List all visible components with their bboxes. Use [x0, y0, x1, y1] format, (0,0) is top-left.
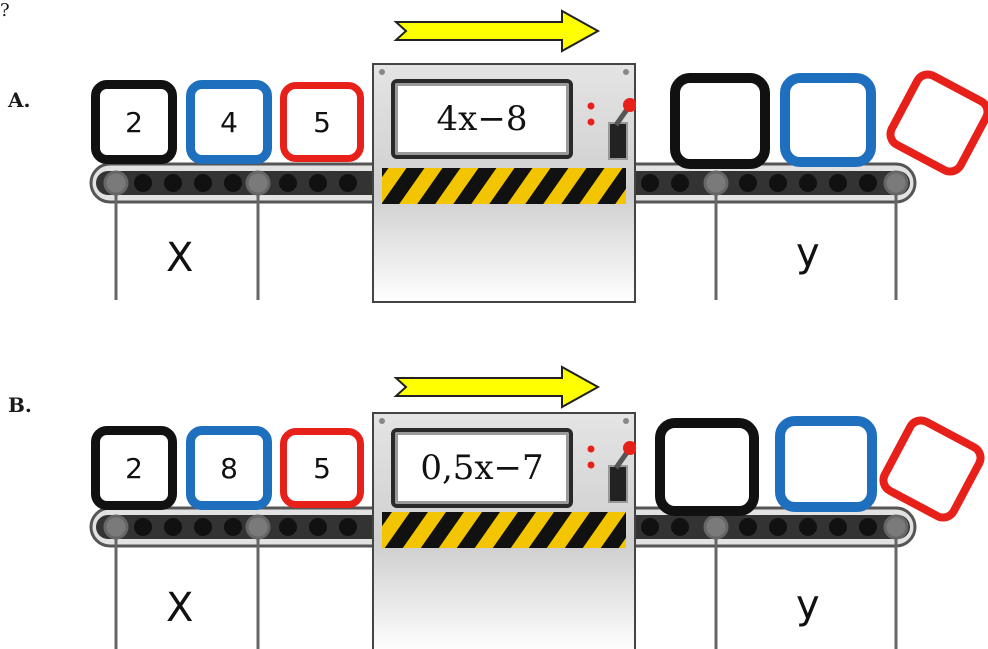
input-variable-label: X [166, 235, 194, 281]
output-box [655, 418, 759, 516]
input-box: 8 [186, 426, 272, 510]
input-box: 5 [280, 82, 364, 162]
corner-mark: ? [0, 0, 10, 21]
input-box: 2 [91, 426, 177, 510]
input-box: 2 [91, 80, 177, 164]
output-variable-label: y [796, 582, 820, 628]
function-display: 4x−8 [391, 79, 573, 159]
input-variable-label: X [166, 585, 194, 631]
direction-arrow-icon [393, 365, 601, 409]
direction-arrow-icon [393, 9, 601, 53]
input-box: 4 [186, 80, 272, 164]
output-variable-label: y [796, 230, 820, 276]
output-box [775, 416, 877, 512]
problem-label: B. [8, 393, 32, 417]
input-box: 5 [280, 428, 364, 508]
output-box [780, 73, 876, 167]
problem-label: A. [8, 88, 31, 112]
function-display: 0,5x−7 [391, 428, 573, 508]
output-box [670, 73, 770, 169]
